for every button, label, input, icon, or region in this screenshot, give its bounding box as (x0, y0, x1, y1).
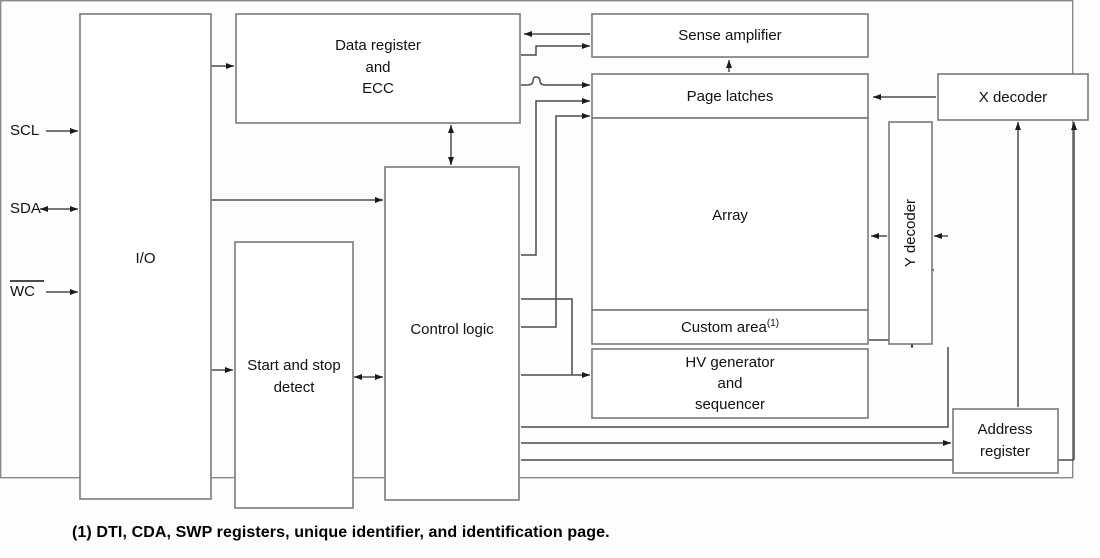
block-custom-area-label: Custom area (681, 319, 768, 336)
block-x-decoder[interactable]: X decoder (937, 73, 1089, 121)
signal-label-sda: SDA (10, 200, 41, 217)
block-sense-amplifier[interactable]: Sense amplifier (591, 13, 869, 58)
wire-controllogic-to-pagelatches-1 (521, 76, 590, 88)
block-control-logic-label: Control logic (410, 321, 494, 338)
block-page-latches-label: Page latches (687, 88, 774, 105)
signal-label-wc: WC (10, 283, 35, 300)
block-y-decoder[interactable]: Y decoder (888, 121, 933, 345)
block-data-register-line2: and (365, 59, 390, 76)
diagram-outer-frame (0, 0, 1074, 479)
block-address-register-line2: register (980, 443, 1030, 460)
block-hv-generator-line2: and (717, 375, 742, 392)
signal-label-scl: SCL (10, 122, 39, 139)
block-data-register-line3: ECC (362, 80, 394, 97)
block-array[interactable]: Array (591, 117, 869, 311)
block-hv-generator[interactable]: HV generator and sequencer (591, 348, 869, 419)
block-array-label: Array (712, 207, 748, 224)
block-io-label: I/O (135, 250, 155, 267)
block-custom-area-text: Custom area(1) (681, 318, 779, 336)
block-data-register[interactable]: Data register and ECC (235, 13, 521, 124)
block-io[interactable]: I/O (79, 13, 212, 500)
block-start-stop-line1: Start and stop (247, 357, 340, 374)
wire-controllogic-to-pagelatches-2 (521, 97, 590, 256)
block-hv-generator-line1: HV generator (685, 354, 774, 371)
block-sense-amplifier-label: Sense amplifier (678, 27, 781, 44)
block-custom-area-footnote: (1) (767, 318, 779, 329)
block-y-decoder-label: Y decoder (902, 199, 919, 267)
wire-controllogic-to-ydecoder-bus (521, 347, 949, 428)
block-hv-generator-line3: sequencer (695, 396, 765, 413)
block-address-register[interactable]: Address register (952, 408, 1059, 474)
block-x-decoder-label: X decoder (979, 89, 1047, 106)
block-data-register-line1: Data register (335, 37, 421, 54)
block-page-latches[interactable]: Page latches (591, 73, 869, 119)
figure-caption: (1) DTI, CDA, SWP registers, unique iden… (72, 524, 610, 541)
block-start-stop-line2: detect (274, 379, 316, 396)
wire-controllogic-to-pagelatches-3 (521, 112, 590, 328)
block-start-stop-detect[interactable]: Start and stop detect (234, 241, 354, 509)
wire-controllogic-hv-riser (521, 298, 573, 375)
block-control-logic[interactable]: Control logic (384, 166, 520, 501)
block-custom-area[interactable]: Custom area(1) (591, 309, 869, 345)
wire-controllogic-to-senseamp (521, 42, 590, 56)
signal-labels: SCL SDA WC (10, 122, 44, 300)
block-address-register-line1: Address (977, 421, 1032, 438)
